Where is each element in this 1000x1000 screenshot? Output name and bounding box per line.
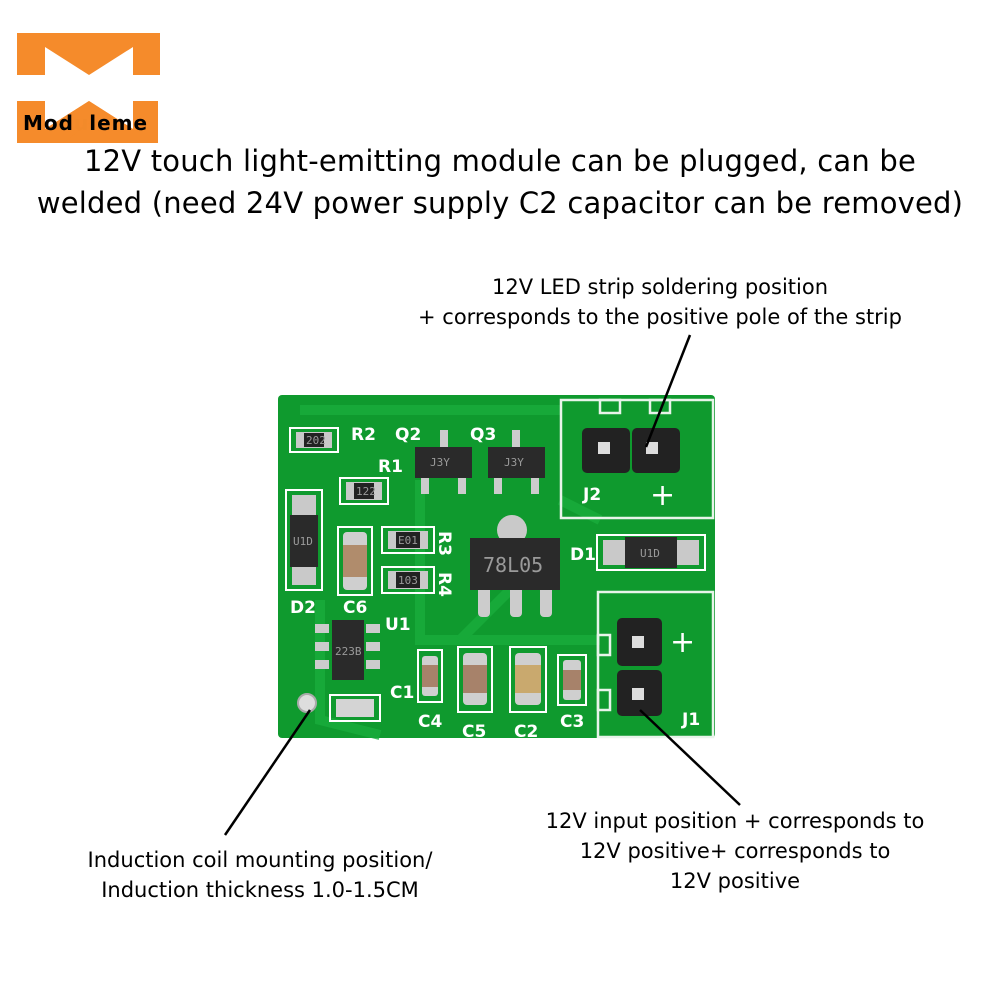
logo-text: Moduleme <box>23 111 148 135</box>
j2-header <box>582 428 680 473</box>
marking-r1: 122 <box>356 485 376 498</box>
diode-d2: U1D <box>285 489 323 591</box>
label-d1: D1 <box>570 545 596 565</box>
callout-line-led-strip <box>644 334 692 448</box>
silkscreen-labels: R2 Q2 Q3 R1 R3 R4 D1 D2 C6 U1 C1 C4 C5 C… <box>290 425 700 742</box>
label-c6: C6 <box>343 598 367 618</box>
resistor-bottom <box>329 694 381 722</box>
capacitor-c6 <box>337 526 373 596</box>
annotation-text: + corresponds to the positive pole of th… <box>418 305 902 329</box>
j1-outline <box>596 590 715 739</box>
capacitor-c3 <box>557 654 587 706</box>
label-u1: U1 <box>385 615 411 635</box>
label-r3: R3 <box>434 531 454 556</box>
transistor-q2: J3Y <box>415 430 472 494</box>
marking-d2: U1D <box>293 535 313 548</box>
callout-line-input <box>639 709 741 806</box>
callout-line-coil <box>223 709 312 836</box>
logo-text-part: Mod <box>23 111 74 135</box>
marking-r2: 202 <box>306 434 326 447</box>
marking-u1: 223B <box>335 645 362 658</box>
marking-d1: U1D <box>640 547 660 560</box>
annotation-text: 12V positive <box>669 869 801 893</box>
label-c5: C5 <box>462 722 486 742</box>
connector-outlines <box>559 398 715 739</box>
label-q3: Q3 <box>470 425 496 445</box>
annotation-text: Induction coil mounting position/ <box>87 848 433 872</box>
title-line-1: 12V touch light-emitting module can be p… <box>83 144 917 178</box>
label-c3: C3 <box>560 712 584 732</box>
coil-via-hole <box>297 693 317 713</box>
annotation-input: 12V input position + corresponds to 12V … <box>480 806 990 896</box>
capacitor-c4 <box>417 649 443 703</box>
resistor-r1: 122 <box>339 477 389 505</box>
resistor-r3: E01 <box>381 526 435 554</box>
logo-text-accent: u <box>73 111 90 135</box>
label-r2: R2 <box>351 425 376 445</box>
annotation-text: 12V LED strip soldering position <box>491 275 829 299</box>
label-d2: D2 <box>290 598 316 618</box>
regulator-78l05: 78L05 <box>470 515 560 617</box>
title-line-2: welded (need 24V power supply C2 capacit… <box>36 186 964 220</box>
annotation-text: 12V input position + corresponds to <box>545 809 925 833</box>
resistor-r4: 103 <box>381 566 435 594</box>
marking-regulator: 78L05 <box>483 553 543 577</box>
moduleme-logo: Moduleme <box>15 33 175 143</box>
label-c1: C1 <box>390 683 414 703</box>
logo-text-part: leme <box>89 111 149 135</box>
annotation-text: 12V positive+ corresponds to <box>579 839 891 863</box>
label-j2: J2 <box>582 485 601 505</box>
label-c4: C4 <box>418 712 442 732</box>
marking-r3: E01 <box>398 534 418 547</box>
label-j1: J1 <box>681 710 700 730</box>
label-r4: R4 <box>434 572 454 597</box>
capacitor-c5 <box>457 646 493 713</box>
marking-q2: J3Y <box>430 456 450 469</box>
label-q2: Q2 <box>395 425 421 445</box>
label-j1-plus: + <box>670 625 695 660</box>
j2-outline <box>559 398 715 520</box>
marking-r4: 103 <box>398 574 418 587</box>
annotation-text: Induction thickness 1.0-1.5CM <box>101 878 419 902</box>
diode-d1: U1D <box>596 534 706 571</box>
marking-q3: J3Y <box>504 456 524 469</box>
ic-u1: 223B <box>315 620 380 680</box>
label-c2: C2 <box>514 722 538 742</box>
annotation-coil: Induction coil mounting position/ Induct… <box>20 845 500 905</box>
annotation-led-strip: 12V LED strip soldering position + corre… <box>360 272 960 332</box>
transistor-q3: J3Y <box>488 430 545 494</box>
label-j2-plus: + <box>650 478 675 513</box>
logo-mark <box>17 33 160 143</box>
j1-header <box>617 618 662 716</box>
capacitor-c2 <box>509 646 547 713</box>
resistor-r2: 202 <box>289 427 339 453</box>
label-r1: R1 <box>378 457 403 477</box>
